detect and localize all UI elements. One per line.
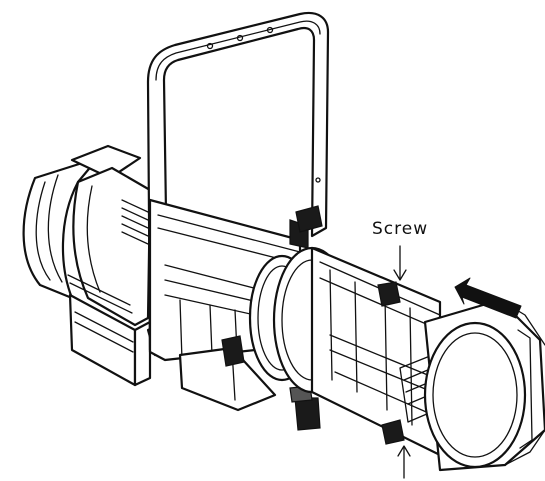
screw-arrow-bottom-head xyxy=(397,445,411,457)
front-lens xyxy=(423,298,545,472)
screw-arrow-top-head xyxy=(393,269,407,281)
insert-direction-arrow xyxy=(454,277,522,319)
rear-housing xyxy=(22,144,152,387)
screw-callout: Screw xyxy=(372,219,428,479)
screw-label: Screw xyxy=(372,219,428,239)
